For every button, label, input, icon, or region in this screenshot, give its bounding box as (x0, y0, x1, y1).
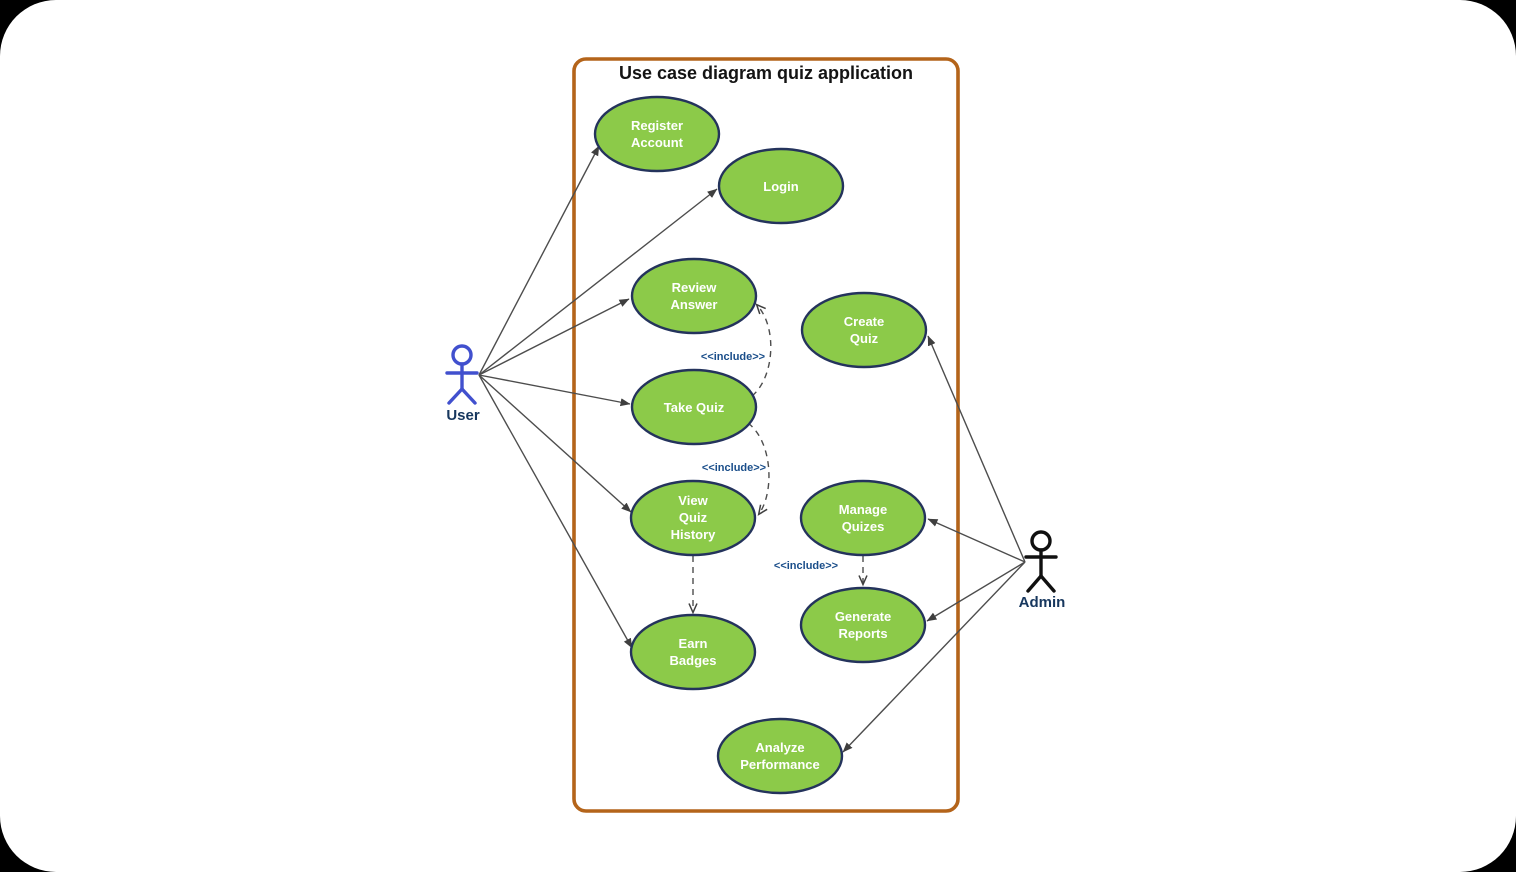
association-user-take-quiz (478, 374, 631, 407)
usecase-ellipse[interactable] (630, 368, 758, 446)
usecase-label: Analyze (755, 740, 804, 755)
diagram-title: Use case diagram quiz application (619, 63, 913, 83)
stick-figure-icon (445, 344, 479, 405)
stick-figure-icon (1024, 530, 1058, 593)
usecase-label: Generate (835, 609, 891, 624)
system-boundary[interactable] (572, 57, 960, 813)
usecase-ellipse[interactable] (593, 95, 721, 173)
usecase-label: View (678, 493, 708, 508)
usecase-label: Login (763, 179, 798, 194)
actor-user[interactable]: User (445, 344, 480, 424)
usecase-login[interactable]: Login (717, 147, 845, 225)
usecase-ellipse[interactable] (717, 147, 845, 225)
usecase-ellipse[interactable] (800, 291, 928, 369)
usecase-label: Badges (670, 653, 717, 668)
usecase-generate-reports[interactable]: Generate Reports (799, 586, 927, 664)
usecase-view-quiz-history[interactable]: View Quiz History (629, 479, 757, 557)
usecase-label: Create (844, 314, 884, 329)
include-stereotype-label: <<include>> (702, 462, 766, 474)
include-stereotype-label: <<include>> (701, 351, 765, 363)
usecase-register-account[interactable]: Register Account (593, 95, 721, 173)
usecase-analyze-performance[interactable]: Analyze Performance (716, 717, 844, 795)
usecase-label: Take Quiz (664, 400, 725, 415)
usecase-ellipse[interactable] (629, 479, 757, 557)
association-lines (478, 145, 1026, 753)
include-edges: <<include>> <<include>> <<include>> (688, 303, 868, 615)
usecase-ellipse[interactable] (716, 717, 844, 795)
association-user-login (478, 188, 718, 376)
association-user-view-quiz-history (478, 374, 632, 513)
association-admin-manage-quizes (927, 518, 1026, 563)
association-user-earn-badges (478, 374, 633, 649)
usecase-label: History (671, 527, 717, 542)
include-stereotype-label: <<include>> (774, 560, 838, 572)
usecase-ellipse[interactable] (629, 613, 757, 691)
usecase-label: Earn (679, 636, 708, 651)
usecase-create-quiz[interactable]: Create Quiz (800, 291, 928, 369)
association-admin-generate-reports (926, 561, 1026, 622)
usecase-ellipse[interactable] (630, 257, 758, 335)
usecase-ellipse[interactable] (799, 479, 927, 557)
association-user-review-answer (478, 298, 630, 376)
usecase-label: Register (631, 118, 683, 133)
actor-admin[interactable]: Admin (1019, 530, 1066, 611)
usecase-label: Quiz (850, 331, 879, 346)
usecase-label: Reports (838, 626, 887, 641)
usecase-manage-quizes[interactable]: Manage Quizes (799, 479, 927, 557)
include-edge-take-quiz-review-answer (751, 303, 772, 397)
usecase-ellipse[interactable] (799, 586, 927, 664)
usecase-label: Manage (839, 502, 887, 517)
usecase-take-quiz[interactable]: Take Quiz (630, 368, 758, 446)
usecase-label: Answer (671, 297, 718, 312)
actor-admin-label: Admin (1019, 594, 1066, 611)
association-admin-create-quiz (927, 335, 1026, 563)
usecase-review-answer[interactable]: Review Answer (630, 257, 758, 335)
actor-user-label: User (446, 407, 480, 424)
usecase-earn-badges[interactable]: Earn Badges (629, 613, 757, 691)
include-edge-take-quiz-view-quiz-history (747, 422, 770, 516)
usecase-label: Review (672, 280, 718, 295)
association-user-register-account (478, 145, 600, 376)
usecase-label: Quiz (679, 510, 708, 525)
usecase-label: Performance (740, 757, 819, 772)
association-admin-analyze-performance (842, 561, 1026, 753)
usecase-label: Account (631, 135, 684, 150)
usecase-label: Quizes (842, 519, 885, 534)
